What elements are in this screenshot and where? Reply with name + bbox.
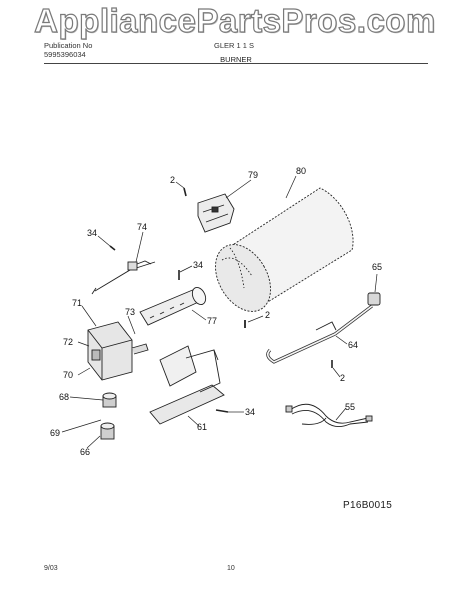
label-part-2: 2 xyxy=(340,373,345,383)
burner-drum xyxy=(215,187,354,312)
pipe-cap xyxy=(367,292,381,306)
bracket xyxy=(197,193,235,233)
label-part-2: 2 xyxy=(170,175,175,185)
label-part-2: 2 xyxy=(265,310,270,320)
orifice xyxy=(102,392,117,408)
diagram-reference: P16B0015 xyxy=(343,500,393,511)
publication-info: Publication No 5995396034 xyxy=(44,41,92,59)
label-part-65: 65 xyxy=(372,262,382,272)
publication-number: 5995396034 xyxy=(44,50,86,59)
label-part-71: 71 xyxy=(72,298,82,308)
page-number: 10 xyxy=(227,565,235,572)
label-part-64: 64 xyxy=(348,340,358,350)
label-part-61: 61 xyxy=(197,422,207,432)
label-part-77: 77 xyxy=(207,316,217,326)
label-part-34: 34 xyxy=(245,407,255,417)
label-part-79: 79 xyxy=(248,170,258,180)
label-part-34: 34 xyxy=(87,228,97,238)
label-part-70: 70 xyxy=(63,370,73,380)
label-part-68: 68 xyxy=(59,392,69,402)
label-part-72: 72 xyxy=(63,337,73,347)
header-divider xyxy=(44,63,428,64)
model-number: GLER 1 1 S xyxy=(214,41,255,50)
label-part-74: 74 xyxy=(137,222,147,232)
label-part-34: 34 xyxy=(193,260,203,270)
publication-label: Publication No xyxy=(44,41,93,50)
igniter-wire xyxy=(91,260,156,295)
watermark: AppliancePartsPros.com xyxy=(34,1,436,39)
screw-top xyxy=(183,187,187,197)
label-part-73: 73 xyxy=(125,307,135,317)
fitting xyxy=(100,422,115,440)
label-part-80: 80 xyxy=(296,166,306,176)
label-part-66: 66 xyxy=(80,447,90,457)
footer-date: 9/03 xyxy=(44,565,58,572)
wire-harness xyxy=(285,403,373,427)
label-part-55: 55 xyxy=(345,402,355,412)
screw-34-bottom xyxy=(215,409,229,413)
gas-valve xyxy=(87,321,149,381)
screw-34-left xyxy=(109,245,116,251)
gas-pipe xyxy=(266,304,373,364)
section-title: BURNER xyxy=(220,55,252,64)
burner-tube xyxy=(139,287,207,326)
burner-base xyxy=(149,345,225,425)
label-part-69: 69 xyxy=(50,428,60,438)
leader-lines xyxy=(61,175,378,449)
